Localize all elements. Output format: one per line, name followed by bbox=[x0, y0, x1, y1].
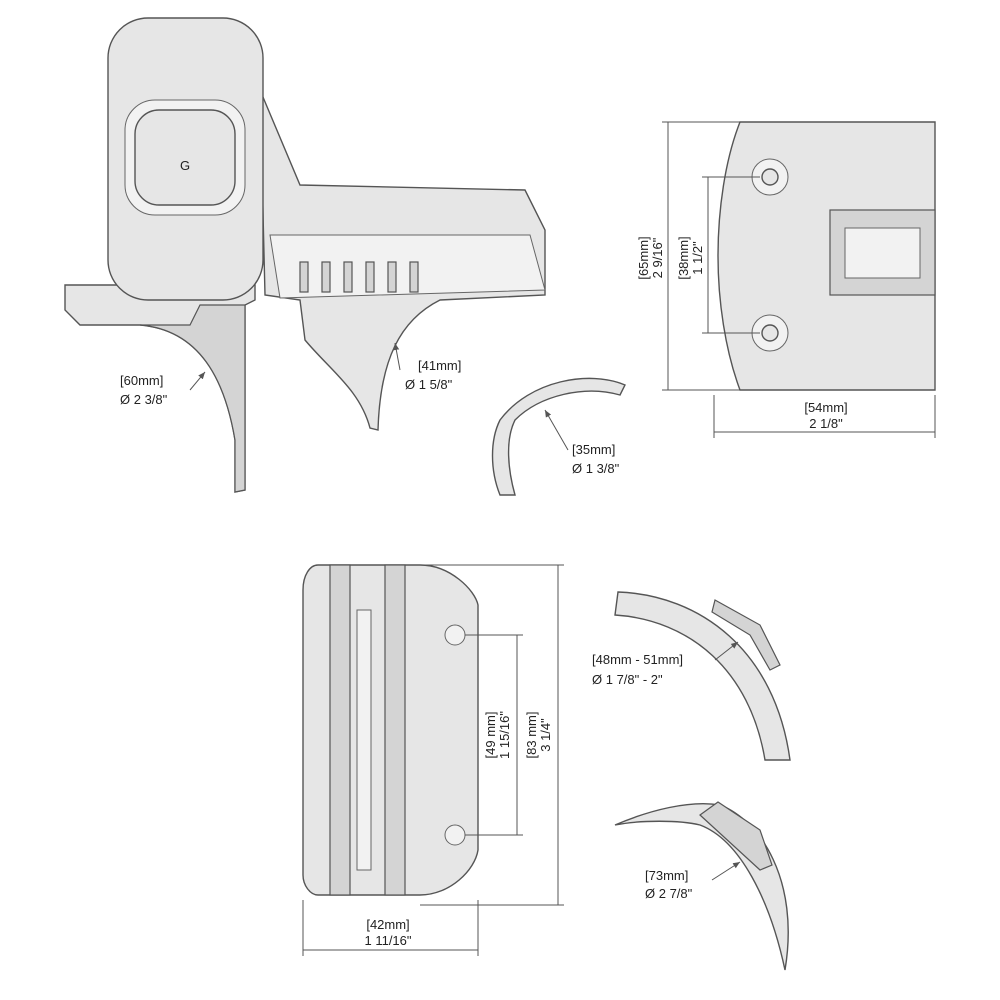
dim-2-1-8: 2 1/8" bbox=[809, 416, 843, 431]
device-rear-view bbox=[717, 121, 936, 391]
dim-2-9-16: 2 9/16" bbox=[650, 237, 665, 278]
dim-1-3-8: Ø 1 3/8" bbox=[572, 461, 620, 476]
dim-1-11-16: 1 11/16" bbox=[364, 933, 411, 948]
dim-1-7-8-2: Ø 1 7/8" - 2" bbox=[592, 672, 663, 687]
dimension-lines bbox=[189, 121, 936, 956]
large-insert-shape bbox=[614, 803, 789, 971]
dim-42mm: [42mm] bbox=[366, 917, 409, 932]
dim-73mm: [73mm] bbox=[645, 868, 688, 883]
dim-2-3-8: Ø 2 3/8" bbox=[120, 392, 168, 407]
device-side-view: G bbox=[64, 17, 546, 493]
dim-54mm: [54mm] bbox=[804, 400, 847, 415]
dim-48-51mm: [48mm - 51mm] bbox=[592, 652, 683, 667]
dim-2-7-8: Ø 2 7/8" bbox=[645, 886, 693, 901]
dim-65mm: [65mm] bbox=[636, 236, 651, 279]
dim-38mm: [38mm] bbox=[676, 236, 691, 279]
dim-1-5-8: Ø 1 5/8" bbox=[405, 377, 453, 392]
dim-3-1-4: 3 1/4" bbox=[538, 718, 553, 752]
small-insert-shape bbox=[491, 377, 626, 496]
dim-49mm: [49 mm] bbox=[483, 712, 498, 759]
range-insert-shape bbox=[614, 591, 791, 761]
dim-83mm: [83 mm] bbox=[524, 712, 539, 759]
device-front-view bbox=[302, 564, 479, 896]
grip-ribs bbox=[299, 261, 419, 293]
dim-60mm: [60mm] bbox=[120, 373, 163, 388]
logo-letter: G bbox=[180, 158, 190, 173]
dim-1-15-16: 1 15/16" bbox=[497, 711, 512, 759]
dim-41mm: [41mm] bbox=[418, 358, 461, 373]
dim-35mm: [35mm] bbox=[572, 442, 615, 457]
dim-1-1-2: 1 1/2" bbox=[690, 241, 705, 275]
